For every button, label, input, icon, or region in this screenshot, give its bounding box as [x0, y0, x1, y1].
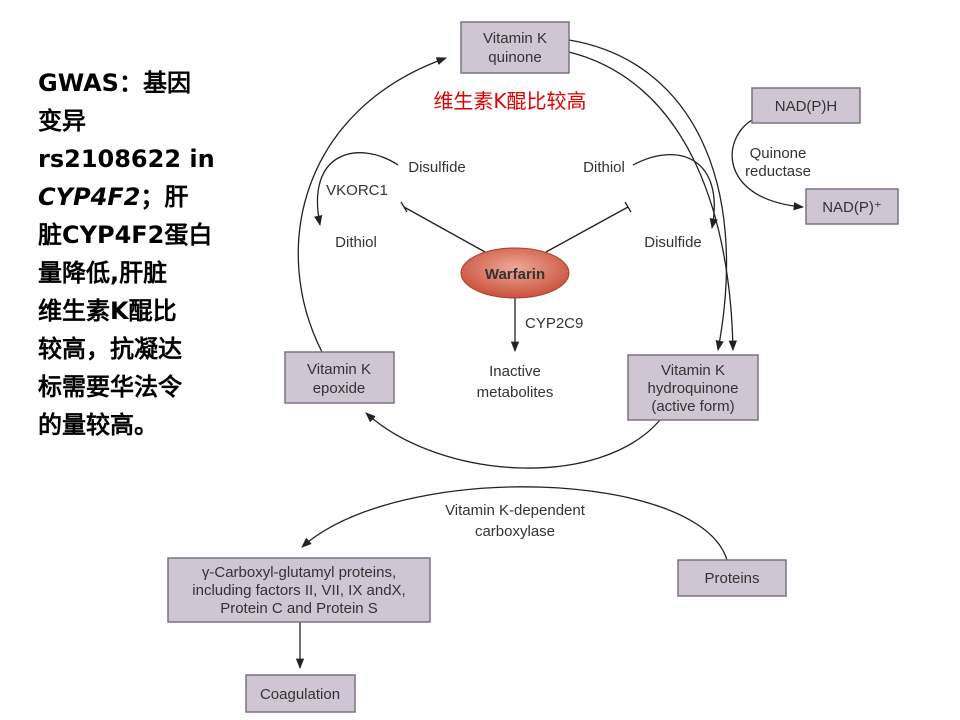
inactive-label: Inactive: [489, 363, 541, 380]
label: including factors II, VII, IX andX,: [192, 582, 405, 599]
note-line: 脏CYP4F2蛋白: [38, 221, 213, 249]
arrow-hydroquinone-to-epoxide: [365, 412, 661, 469]
label: NAD(P)⁺: [822, 199, 882, 216]
note-line: 的量较高。: [38, 411, 158, 439]
label: Protein C and Protein S: [220, 600, 378, 617]
right-dithiol-label: Dithiol: [583, 159, 625, 176]
label: Vitamin K: [661, 362, 725, 379]
label: hydroquinone: [648, 380, 739, 397]
label: NAD(P)H: [775, 98, 838, 115]
arrow-nadph-nadp: [731, 119, 805, 211]
label: Vitamin K: [307, 361, 371, 378]
vkorc1-label: VKORC1: [326, 182, 388, 199]
vitamin-k-hydroquinone-box: Vitamin K hydroquinone (active form): [627, 354, 759, 421]
arrow-right-dithiol-disulfide: [632, 154, 718, 230]
label: Vitamin K: [483, 30, 547, 47]
note-line: 维生素K醌比: [38, 297, 177, 325]
red-annotation: 维生素K醌比较高: [433, 89, 586, 113]
right-disulfide-label: Disulfide: [644, 234, 702, 251]
arrow-epoxide-to-quinone: [297, 57, 447, 353]
coagulation-box: Coagulation: [245, 674, 356, 713]
label: quinone: [488, 49, 541, 66]
left-disulfide-label: Disulfide: [408, 159, 466, 176]
nadp-box: NAD(P)⁺: [805, 188, 899, 225]
annotation-text: GWAS：基因 变异 rs2108622 in CYP4F2；肝 脏CYP4F2…: [38, 64, 215, 444]
quinone-reductase-label: reductase: [745, 163, 811, 180]
label: γ-Carboxyl-glutamyl proteins,: [202, 564, 396, 581]
quinone-reductase-label: Quinone: [750, 145, 807, 162]
carboxylase-label: carboxylase: [475, 523, 555, 540]
note-line: 变异: [38, 107, 86, 135]
gene-name: CYP4F2: [38, 183, 141, 211]
arrow-left-disulfide-dithiol: [314, 152, 399, 227]
label: Coagulation: [260, 686, 340, 703]
note-line: 量降低,肝脏: [38, 259, 168, 287]
note-line: rs2108622 in: [38, 145, 215, 173]
gamma-carboxyl-proteins-box: γ-Carboxyl-glutamyl proteins, including …: [167, 557, 431, 623]
nadph-box: NAD(P)H: [751, 87, 861, 124]
note-line: 较高，抗凝达: [38, 335, 182, 363]
label: Proteins: [704, 570, 759, 587]
arrow-quinone-to-hydroquinone-2: [568, 51, 737, 352]
inactive-label: metabolites: [477, 384, 554, 401]
label: Warfarin: [485, 266, 545, 283]
vitamin-k-epoxide-box: Vitamin K epoxide: [284, 351, 395, 404]
note-line: CYP4F2；肝: [38, 178, 215, 216]
note-line: 标需要华法令: [38, 373, 182, 401]
cyp2c9-label: CYP2C9: [525, 315, 583, 332]
proteins-box: Proteins: [677, 559, 787, 597]
left-dithiol-label: Dithiol: [335, 234, 377, 251]
label: epoxide: [313, 380, 366, 397]
note-line: GWAS：基因: [38, 69, 191, 97]
warfarin-ellipse: Warfarin: [460, 247, 570, 299]
note-line-rest: ；肝: [140, 183, 189, 211]
label: (active form): [651, 398, 734, 415]
warfarin-inhibit-right: [545, 201, 632, 253]
warfarin-inhibit-left: [400, 201, 486, 253]
arrow-proteins-to-gamma: [301, 486, 728, 561]
vitamin-k-quinone-box: Vitamin K quinone: [460, 21, 570, 74]
arrow-quinone-to-hydroquinone-1: [568, 39, 728, 352]
carboxylase-label: Vitamin K-dependent: [445, 502, 586, 519]
